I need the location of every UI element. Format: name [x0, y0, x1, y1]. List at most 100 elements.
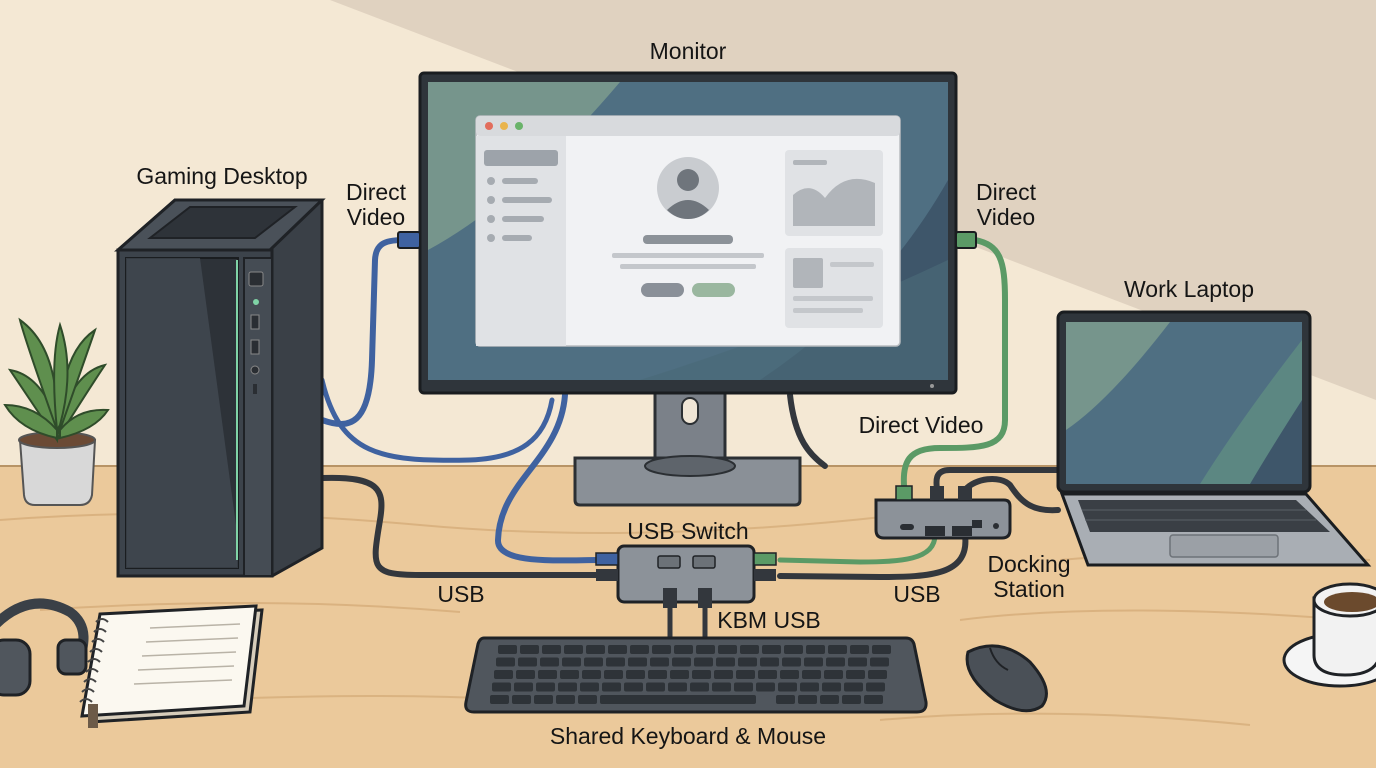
- gaming-desktop: [114, 198, 326, 578]
- keyboard-key: [604, 670, 623, 679]
- keyboard-key: [784, 645, 803, 654]
- keyboard-key: [672, 657, 691, 667]
- notebook-ring: [81, 688, 95, 693]
- keyboard-key: [514, 682, 533, 692]
- label-gaming-desktop: Gaming Desktop: [136, 163, 307, 189]
- keyboard-key: [694, 657, 713, 667]
- label-usb-switch: USB Switch: [627, 518, 748, 544]
- keyboard-key: [496, 657, 515, 667]
- keyboard-key: [846, 670, 865, 679]
- work-laptop: [1056, 310, 1372, 567]
- mouse: [965, 644, 1048, 713]
- label-work-laptop: Work Laptop: [1124, 276, 1254, 302]
- keyboard-key: [690, 682, 709, 692]
- keyboard-key: [864, 695, 883, 704]
- keyboard-key: [536, 682, 555, 692]
- monitor-stand: [573, 390, 802, 507]
- diagram-labels: Monitor Gaming Desktop Direct Video Dire…: [136, 38, 1254, 749]
- keyboard-key: [562, 657, 581, 667]
- keyboard-key: [670, 670, 689, 679]
- keyboard-key: [780, 670, 799, 679]
- keyboard-key: [630, 645, 649, 654]
- notebook-ring: [91, 638, 105, 643]
- keyboard-key: [714, 670, 733, 679]
- keyboard-key: [560, 670, 579, 679]
- keyboard-key: [582, 670, 601, 679]
- keyboard-key: [668, 682, 687, 692]
- label-direct-video-right-line1: Direct: [976, 179, 1037, 205]
- keyboard-key: [762, 645, 781, 654]
- keyboard-key: [674, 645, 693, 654]
- label-usb-right: USB: [893, 581, 940, 607]
- keyboard-key: [586, 645, 605, 654]
- keyboard-key: [800, 682, 819, 692]
- cable-dock-usb: [777, 532, 938, 565]
- keyboard-key: [534, 695, 553, 704]
- keyboard-key: [798, 695, 817, 704]
- keyboard-key: [602, 682, 621, 692]
- label-shared-keyboard-mouse: Shared Keyboard & Mouse: [550, 723, 826, 749]
- keyboard-key: [718, 645, 737, 654]
- cable-monitor-switch-blue: [494, 392, 603, 564]
- keyboard-key: [580, 682, 599, 692]
- keyboard-key: [648, 670, 667, 679]
- keyboard-key: [626, 670, 645, 679]
- keyboard-key: [606, 657, 625, 667]
- keyboard-key: [778, 682, 797, 692]
- keyboard-key: [820, 695, 839, 704]
- keyboard-key: [866, 682, 885, 692]
- keyboard-key: [608, 645, 627, 654]
- keyboard-key: [850, 645, 869, 654]
- keyboard-key: [650, 657, 669, 667]
- keyboard-key: [652, 645, 671, 654]
- keyboard-key: [624, 682, 643, 692]
- keyboard-key: [692, 670, 711, 679]
- plant: [3, 317, 110, 506]
- keyboard-key: [494, 670, 513, 679]
- keyboard-key: [738, 657, 757, 667]
- keyboard-key: [492, 682, 511, 692]
- keyboard-key: [628, 657, 647, 667]
- keyboard-key: [578, 695, 597, 704]
- keyboard-key: [540, 657, 559, 667]
- keyboard-key: [804, 657, 823, 667]
- keyboard-key: [542, 645, 561, 654]
- label-direct-video-dock: Direct Video: [859, 412, 984, 438]
- label-monitor: Monitor: [650, 38, 727, 64]
- monitor: [397, 71, 977, 395]
- notebook-ring: [79, 698, 93, 703]
- label-kbm-usb: KBM USB: [717, 607, 821, 633]
- cable-monitor-dock-video: [900, 237, 1008, 498]
- keyboard-key: [842, 695, 861, 704]
- label-direct-video-right-line2: Video: [977, 204, 1035, 230]
- keyboard-key: [538, 670, 557, 679]
- keyboard-key: [584, 657, 603, 667]
- keyboard-key: [822, 682, 841, 692]
- notebook-ring: [85, 668, 99, 673]
- label-direct-video-left-line1: Direct: [346, 179, 407, 205]
- keyboard-key: [556, 695, 575, 704]
- coffee-cup: [1282, 582, 1376, 688]
- keyboard-key: [826, 657, 845, 667]
- notebook-ring: [93, 628, 107, 633]
- keyboard-key: [716, 657, 735, 667]
- notebook: [79, 604, 264, 728]
- cable-desktop-video: [319, 237, 413, 427]
- notebook-ring: [87, 658, 101, 663]
- keyboard-key: [696, 645, 715, 654]
- keyboard-key: [824, 670, 843, 679]
- label-docking-station-line2: Station: [993, 576, 1065, 602]
- keyboard-key: [802, 670, 821, 679]
- keyboard-key: [868, 670, 887, 679]
- notebook-ring: [95, 618, 109, 623]
- keyboard-key: [558, 682, 577, 692]
- keyboard-key: [498, 645, 517, 654]
- headphones: [0, 598, 89, 697]
- keyboard-key: [828, 645, 847, 654]
- notebook-ring: [89, 648, 103, 653]
- notebook-ring: [83, 678, 97, 683]
- keyboard-key: [564, 645, 583, 654]
- keyboard-key: [712, 682, 731, 692]
